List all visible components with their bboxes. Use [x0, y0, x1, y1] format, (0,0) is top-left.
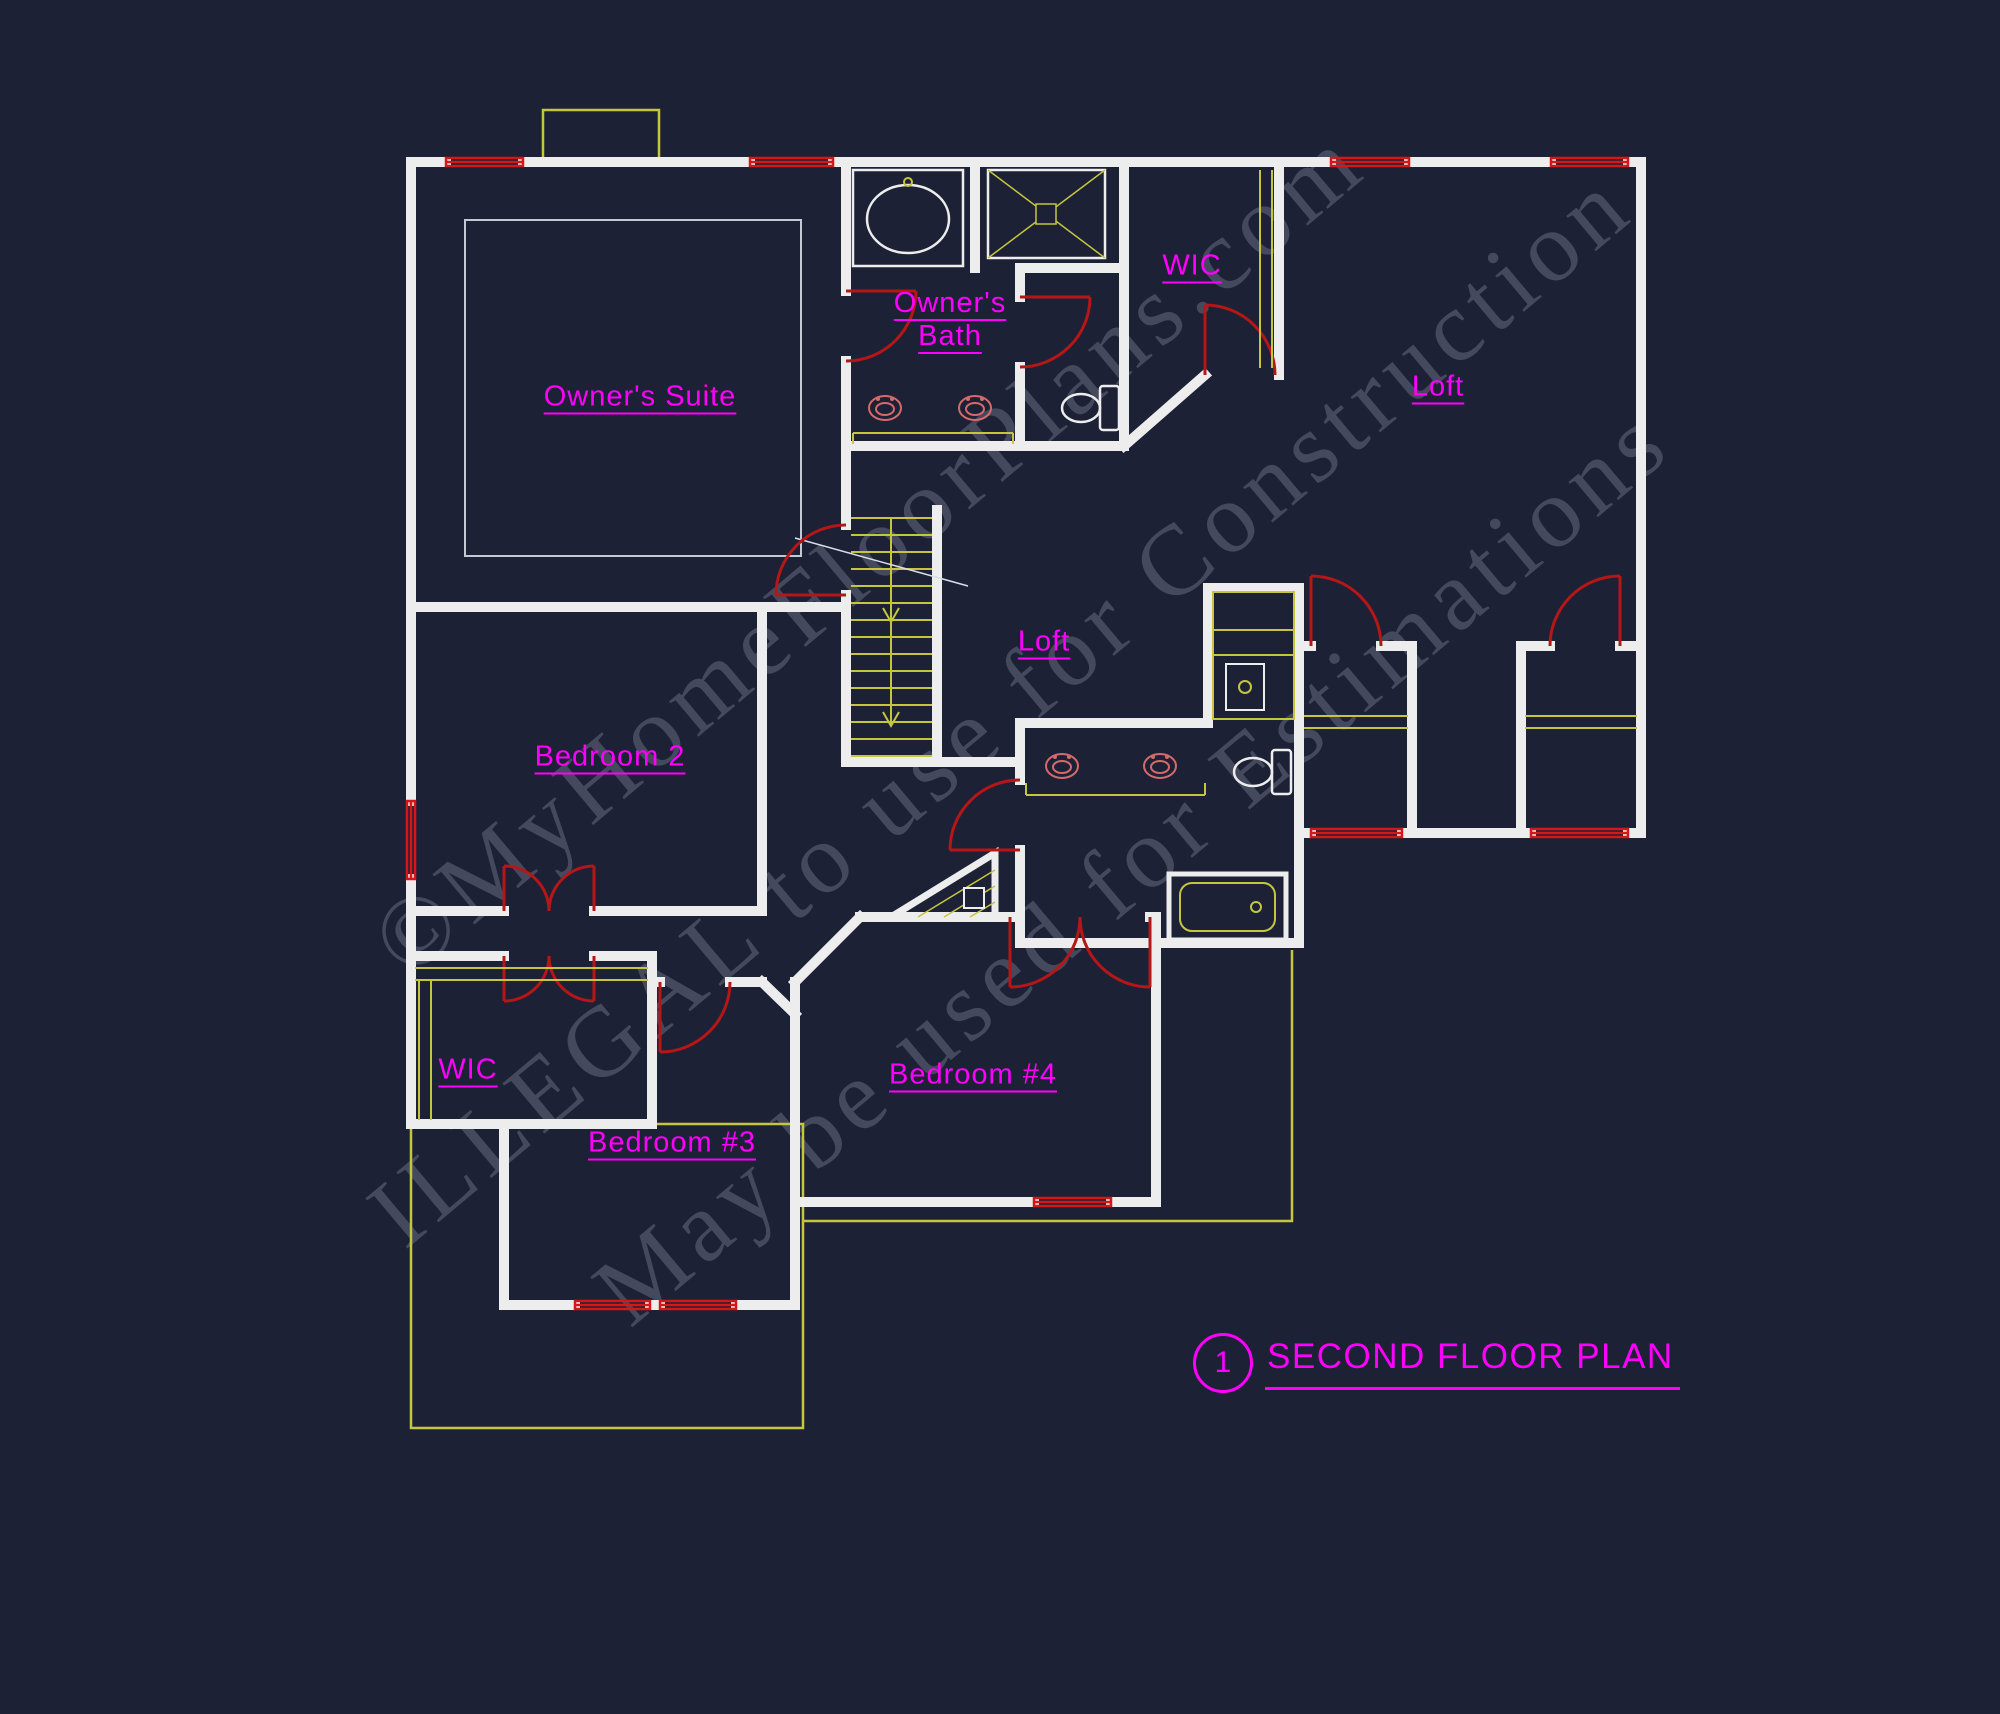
angled-closet-box: [963, 887, 985, 909]
hall-bathtub: [1166, 871, 1289, 943]
angled-closet-wall: [889, 846, 999, 920]
hall-bath-counter: [1025, 783, 1206, 796]
owner-toilet: [1060, 384, 1121, 432]
owner-bathtub: [851, 168, 965, 268]
chimney-outline: [541, 108, 661, 164]
windows: [405, 156, 1630, 1311]
tray-ceiling-outline: [464, 219, 802, 557]
room-label-wic-top: WIC: [1162, 249, 1222, 282]
section-line: [794, 537, 969, 587]
walls: [406, 157, 1646, 1310]
stairs: [851, 517, 932, 757]
room-label-owners-bath-line2: Bath: [918, 320, 982, 352]
doors: [502, 289, 1622, 1054]
linen-cabinet: [1212, 591, 1295, 720]
stair-direction-arrow: [882, 518, 900, 729]
hall-bath-sinks: [1045, 753, 1177, 779]
room-label-owners-bath: Owner's Bath: [894, 287, 1006, 353]
owner-vanity-sinks: [868, 395, 992, 421]
owner-shower: [986, 168, 1107, 260]
title-block: 1 SECOND FLOOR PLAN: [1193, 1333, 1680, 1393]
room-label-owners-suite: Owner's Suite: [543, 380, 737, 413]
sheet-number-circle: 1: [1193, 1333, 1253, 1393]
room-label-owners-bath-line1: Owner's: [893, 287, 1007, 319]
sheet-number: 1: [1214, 1346, 1232, 1379]
closet-shelving: [415, 170, 1637, 1120]
room-label-wic-left: WIC: [438, 1053, 498, 1086]
room-label-loft-right: Loft: [1411, 370, 1465, 403]
room-label-bedroom-4: Bedroom #4: [889, 1058, 1057, 1091]
floor-plan-title: SECOND FLOOR PLAN: [1265, 1337, 1680, 1390]
owner-vanity-counter: [852, 432, 1014, 444]
room-label-loft-center: Loft: [1017, 625, 1071, 658]
room-label-bedroom-2: Bedroom 2: [534, 740, 686, 773]
room-label-bedroom-3: Bedroom #3: [588, 1126, 756, 1159]
hall-bath-toilet: [1232, 748, 1293, 796]
floor-plan-drawing: [405, 108, 1646, 1430]
